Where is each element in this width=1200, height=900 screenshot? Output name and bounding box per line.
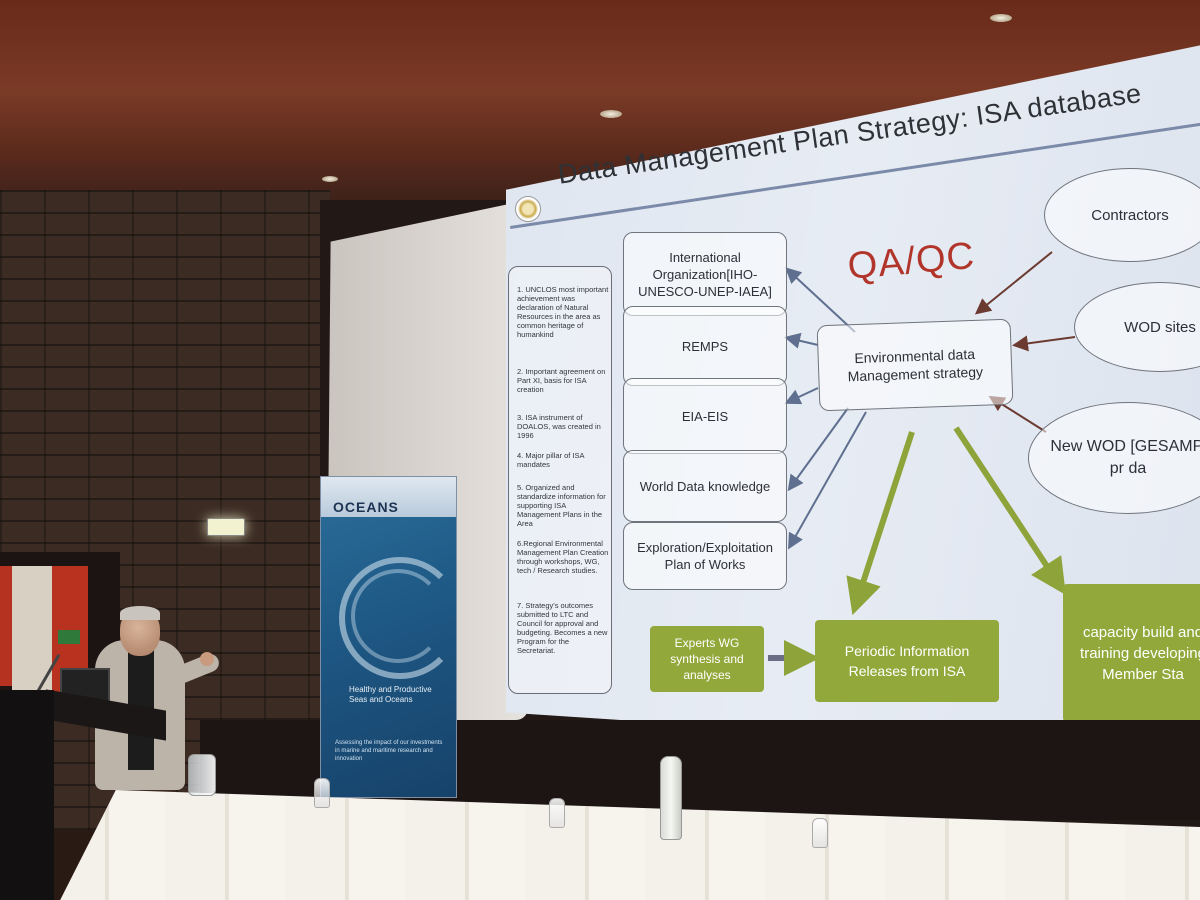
isa-logo-icon bbox=[515, 196, 541, 222]
box-remps: REMPS bbox=[623, 306, 787, 386]
green-arrow-capacity bbox=[953, 426, 1066, 596]
water-glass bbox=[314, 778, 330, 808]
arrow-to-international bbox=[785, 267, 856, 333]
arrow-to-remps bbox=[784, 332, 819, 349]
water-glass bbox=[812, 818, 828, 848]
banner-ring-graphic bbox=[351, 569, 445, 663]
box-international-org: International Organization[IHO-UNESCO-UN… bbox=[623, 232, 787, 316]
box-world-data: World Data knowledge bbox=[623, 450, 787, 522]
arrow-from-contractors bbox=[974, 251, 1053, 315]
box-eia-eis: EIA-EIS bbox=[623, 378, 787, 454]
exit-sign bbox=[207, 518, 245, 536]
bullet-list-box: 1. UNCLOS most important achievement was… bbox=[508, 266, 612, 694]
water-glass bbox=[549, 798, 565, 828]
ceiling-light bbox=[322, 176, 338, 182]
box-exploration: Exploration/Exploitation Plan of Works bbox=[623, 522, 787, 590]
bullet-item: 7. Strategy's outcomes submitted to LTC … bbox=[517, 601, 608, 655]
arrow-to-eia bbox=[784, 387, 819, 405]
green-arrow-periodic bbox=[846, 431, 915, 616]
ceiling-light bbox=[600, 110, 622, 118]
bullet-item: 4. Major pillar of ISA mandates bbox=[517, 451, 585, 469]
bullet-item: 3. ISA instrument of DOALOS, was created… bbox=[517, 413, 601, 440]
ceiling-light bbox=[990, 14, 1012, 22]
water-pitcher bbox=[188, 754, 216, 796]
banner-ring-graphic bbox=[339, 557, 461, 679]
oval-new-wod: New WOD [GESAMP, pr da bbox=[1028, 402, 1200, 514]
bullet-item: 5. Organized and standardize information… bbox=[517, 483, 606, 528]
bullet-item: 1. UNCLOS most important achievement was… bbox=[517, 285, 609, 339]
box-capacity-building: capacity build and training developing M… bbox=[1063, 584, 1200, 722]
oval-wod-sites: WOD sites bbox=[1074, 282, 1200, 372]
box-experts-wg: Experts WG synthesis and analyses bbox=[650, 626, 764, 692]
presenter-hand bbox=[200, 652, 214, 666]
door-frame-red bbox=[0, 566, 12, 686]
banner-small-text: Assessing the impact of our investments … bbox=[335, 740, 443, 762]
arrow-to-exploration bbox=[788, 411, 867, 550]
banner-logo: OCEANS bbox=[333, 499, 399, 515]
door-sign bbox=[58, 630, 80, 644]
presenter-hair bbox=[120, 606, 160, 620]
podium bbox=[0, 690, 54, 900]
banner-header bbox=[321, 477, 456, 517]
box-periodic-info: Periodic Information Releases from ISA bbox=[815, 620, 999, 702]
water-bottle bbox=[660, 756, 682, 840]
arrow-from-wod-sites bbox=[1012, 335, 1076, 352]
oval-contractors: Contractors bbox=[1044, 168, 1200, 262]
box-environmental-strategy: Environmental data Management strategy bbox=[816, 318, 1014, 412]
arrow-to-world-data bbox=[787, 407, 849, 492]
oceans-banner: OCEANS Healthy and Productive Seas and O… bbox=[320, 476, 461, 798]
bullet-item: 6.Regional Environmental Management Plan… bbox=[517, 539, 609, 575]
bullet-item: 2. Important agreement on Part XI, basis… bbox=[517, 367, 606, 394]
banner-slogan: Healthy and Productive Seas and Oceans bbox=[349, 685, 432, 704]
